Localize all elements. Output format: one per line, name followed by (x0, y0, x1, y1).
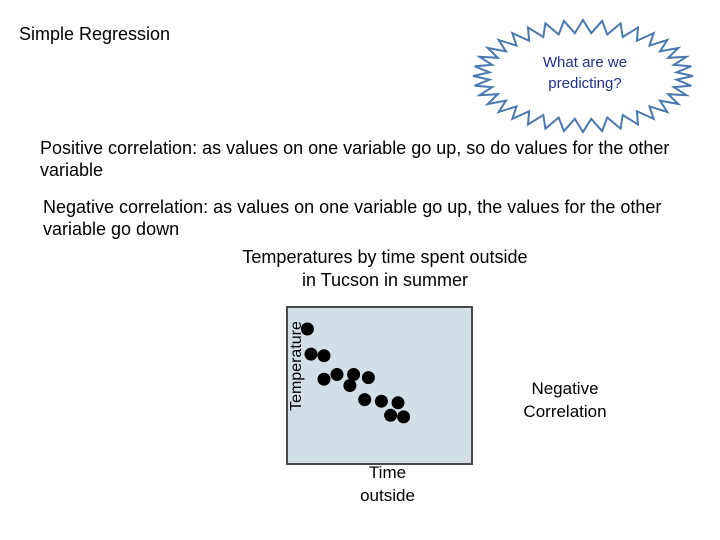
data-point-5 (347, 368, 361, 381)
data-point-13 (397, 410, 411, 424)
data-point-10 (374, 394, 388, 408)
scatter-plot (270, 290, 490, 515)
x-axis-label-line-1: Time (368, 463, 407, 482)
data-point-7 (361, 371, 375, 385)
slide-title: Simple Regression (19, 24, 171, 44)
annotation-line-2: Correlation (523, 402, 607, 421)
negative-correlation-annotation: Negative Correlation (505, 377, 625, 423)
starburst-callout-shape (472, 18, 694, 134)
negative-correlation-definition: Negative correlation: as values on one v… (43, 197, 662, 239)
chart-caption: Temperatures by time spent outside in Tu… (200, 246, 570, 292)
data-points (300, 322, 411, 424)
data-point-9 (317, 372, 331, 386)
y-axis-label: Temperature (288, 321, 305, 411)
data-point-2 (304, 347, 318, 361)
chart-caption-line-2: in Tucson in summer (301, 270, 469, 290)
x-axis-label-line-2: outside (360, 486, 415, 505)
data-point-8 (358, 393, 372, 407)
chart-caption-line-1: Temperatures by time spent outside (242, 247, 528, 267)
data-point-3 (317, 349, 331, 363)
callout-line-1: What are we (542, 54, 628, 71)
data-point-12 (384, 408, 398, 422)
data-point-4 (330, 368, 344, 381)
data-point-6 (343, 379, 357, 392)
data-point-11 (391, 396, 405, 410)
callout-text: What are we predicting? (520, 52, 650, 94)
positive-correlation-definition: Positive correlation: as values on one v… (40, 138, 670, 180)
x-axis-label: Time outside (330, 461, 445, 507)
data-point-1 (300, 322, 314, 336)
annotation-line-1: Negative (531, 379, 599, 398)
callout-line-2: predicting? (548, 75, 622, 92)
plot-area (286, 306, 473, 465)
